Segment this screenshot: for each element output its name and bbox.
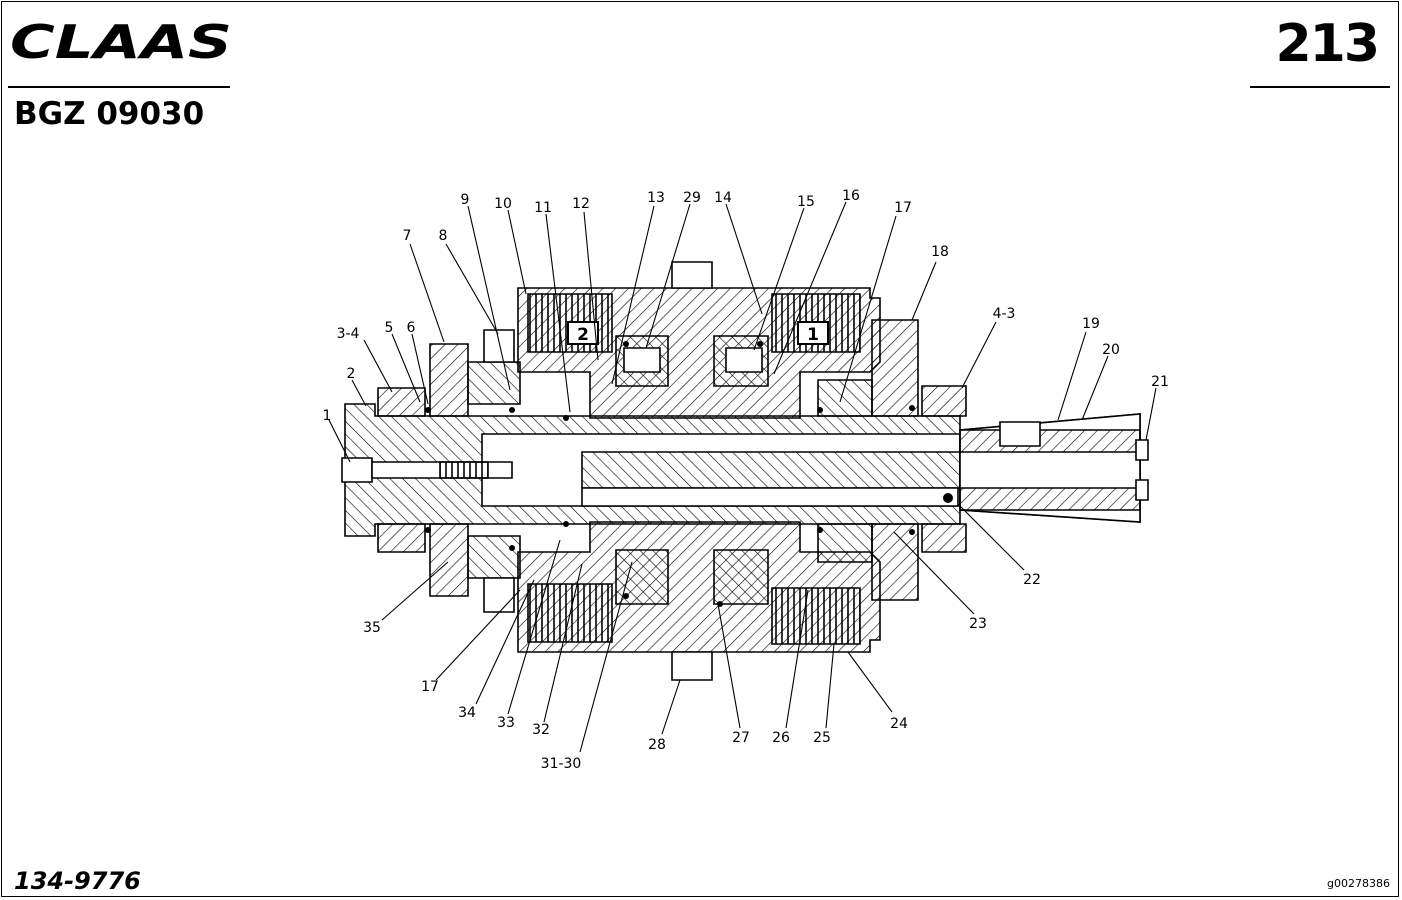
clutch-marker-2: 2 bbox=[577, 325, 589, 345]
header-rule-left bbox=[8, 86, 230, 88]
part-label: 25 bbox=[813, 730, 831, 746]
clutch-marker-1: 1 bbox=[807, 325, 819, 345]
part-label: 32 bbox=[532, 722, 550, 738]
part-label: 9 bbox=[461, 192, 470, 208]
clutch-marker-box-1 bbox=[797, 321, 829, 345]
part-label: 11 bbox=[534, 200, 552, 216]
part-label: 10 bbox=[494, 196, 512, 212]
part-label: 6 bbox=[407, 320, 416, 336]
part-label: 1 bbox=[323, 408, 332, 424]
part-label: 23 bbox=[969, 616, 987, 632]
part-label: 7 bbox=[403, 228, 412, 244]
part-label: 4-3 bbox=[993, 306, 1016, 322]
part-label: 26 bbox=[772, 730, 790, 746]
part-label-group: 1 2 3-4 5 6 7 8 9 10 11 12 13 29 14 15 1… bbox=[323, 188, 1169, 772]
part-label: 3-4 bbox=[337, 326, 360, 342]
assembly-body bbox=[341, 261, 1149, 681]
claas-logo: CLAAS bbox=[10, 18, 232, 66]
part-label: 17 bbox=[421, 679, 439, 695]
part-label: 13 bbox=[647, 190, 665, 206]
part-label: 8 bbox=[439, 228, 448, 244]
part-label: 20 bbox=[1102, 342, 1120, 358]
part-label: 22 bbox=[1023, 572, 1041, 588]
part-label: 34 bbox=[458, 705, 476, 721]
page-number: 213 bbox=[1275, 14, 1380, 74]
part-label: 2 bbox=[347, 366, 356, 382]
part-label: 5 bbox=[385, 320, 394, 336]
clutch-marker-box-2 bbox=[567, 321, 599, 345]
part-label: 18 bbox=[931, 244, 949, 260]
part-label: 35 bbox=[363, 620, 381, 636]
part-label: 28 bbox=[648, 737, 666, 753]
seal-rings bbox=[425, 341, 953, 607]
part-label: 24 bbox=[890, 716, 908, 732]
part-label: 29 bbox=[683, 190, 701, 206]
part-label: 16 bbox=[842, 188, 860, 204]
part-label: 21 bbox=[1151, 374, 1169, 390]
part-label: 19 bbox=[1082, 316, 1100, 332]
leader-lines bbox=[328, 201, 1157, 753]
image-reference: g00278386 bbox=[1327, 877, 1390, 890]
part-label: 15 bbox=[797, 194, 815, 210]
part-label: 12 bbox=[572, 196, 590, 212]
assembly-code: BGZ 09030 bbox=[14, 96, 205, 132]
part-label: 17 bbox=[894, 200, 912, 216]
part-label: 27 bbox=[732, 730, 750, 746]
header-rule-right bbox=[1250, 86, 1390, 88]
document-number: 134-9776 bbox=[14, 867, 141, 895]
part-label: 31-30 bbox=[541, 756, 582, 772]
brand-wordmark: CLAAS bbox=[10, 18, 232, 66]
part-label: 14 bbox=[714, 190, 732, 206]
part-label: 33 bbox=[497, 715, 515, 731]
